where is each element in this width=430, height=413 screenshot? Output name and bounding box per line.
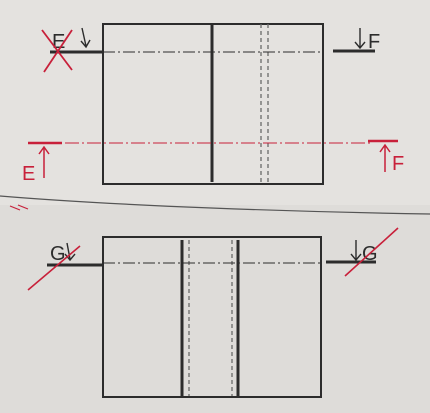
section-marker-middle-right: F bbox=[379, 143, 404, 175]
paper-edge-line bbox=[0, 195, 430, 215]
cross-out-icon bbox=[41, 29, 73, 73]
label-middle-right: F bbox=[392, 153, 404, 175]
arrow-down-icon bbox=[80, 27, 91, 49]
red-strike-icon bbox=[344, 227, 399, 277]
label-top-right: F bbox=[368, 31, 380, 53]
arrow-down-icon bbox=[64, 242, 76, 262]
section-marker-middle-left: E bbox=[22, 145, 50, 185]
arrow-up-icon bbox=[379, 143, 391, 172]
red-tick-marks bbox=[9, 204, 29, 211]
section-marker-top-right: F bbox=[354, 28, 380, 53]
bottom-view bbox=[47, 236, 376, 398]
label-middle-left: E bbox=[22, 163, 35, 185]
lower-paper-sheet bbox=[0, 205, 430, 413]
arrow-up-icon bbox=[38, 145, 50, 178]
red-strike-icon bbox=[27, 245, 81, 291]
bottom-view-outline bbox=[102, 236, 322, 398]
label-bottom-left: G bbox=[50, 243, 66, 265]
top-view bbox=[28, 23, 398, 185]
arrow-down-icon bbox=[354, 28, 366, 50]
section-marker-bottom-right: G bbox=[344, 227, 399, 277]
arrow-down-icon bbox=[350, 240, 362, 262]
section-marker-top-left: E bbox=[41, 27, 91, 73]
section-marker-bottom-left: G bbox=[27, 242, 81, 291]
